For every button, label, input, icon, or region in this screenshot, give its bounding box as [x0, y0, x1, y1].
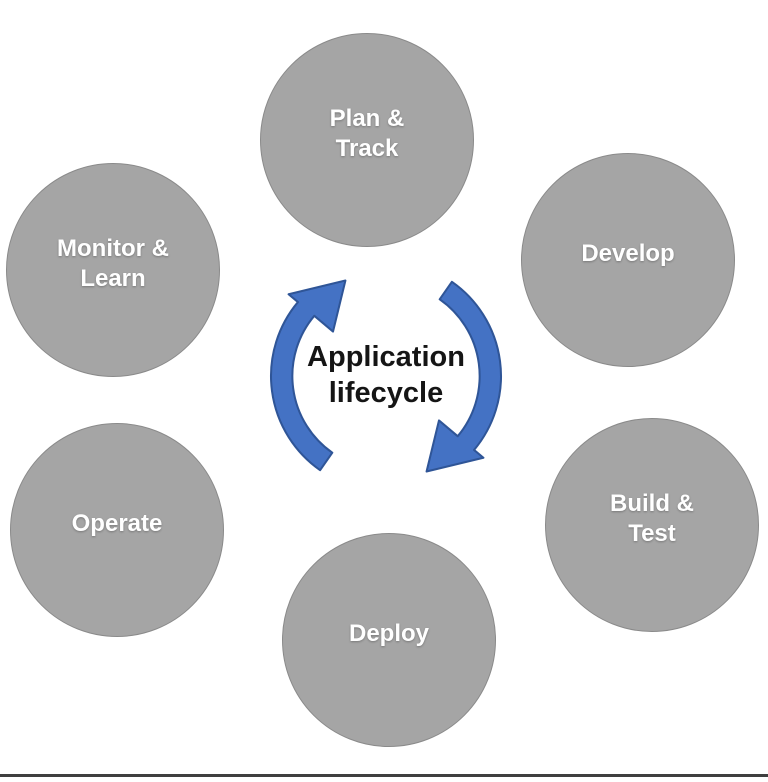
node-plan-track-line1: Plan & — [329, 105, 405, 132]
node-build-test-label: Build & Test — [610, 489, 694, 549]
cycle-arrow-right — [425, 280, 502, 473]
bottom-divider — [0, 774, 768, 777]
node-monitor-learn-label: Monitor & Learn — [57, 234, 169, 294]
node-operate: Operate — [10, 423, 224, 637]
node-develop: Develop — [521, 153, 735, 367]
node-build-test-line2: Test — [628, 520, 676, 547]
node-plan-track-label: Plan & Track — [330, 104, 405, 164]
node-develop-line1: Develop — [581, 240, 675, 267]
node-monitor-learn-line2: Learn — [80, 265, 146, 292]
node-monitor-learn-line1: Monitor & — [57, 235, 169, 262]
node-deploy-label: Deploy — [349, 619, 429, 649]
node-deploy: Deploy — [282, 533, 496, 747]
node-build-test: Build & Test — [545, 418, 759, 632]
center-label-line1: Application — [307, 341, 465, 373]
node-operate-line1: Operate — [71, 510, 163, 537]
center-label-line2: lifecycle — [328, 377, 444, 409]
node-build-test-line1: Build & — [610, 490, 694, 517]
node-plan-track-line2: Track — [335, 135, 399, 162]
cycle-arrow-left — [270, 279, 347, 472]
node-operate-label: Operate — [72, 509, 163, 539]
center-label: Application lifecycle — [236, 339, 536, 411]
node-plan-track: Plan & Track — [260, 33, 474, 247]
node-monitor-learn: Monitor & Learn — [6, 163, 220, 377]
node-develop-label: Develop — [581, 239, 674, 269]
circular-arrows-icon — [270, 279, 502, 473]
node-deploy-line1: Deploy — [348, 620, 429, 647]
